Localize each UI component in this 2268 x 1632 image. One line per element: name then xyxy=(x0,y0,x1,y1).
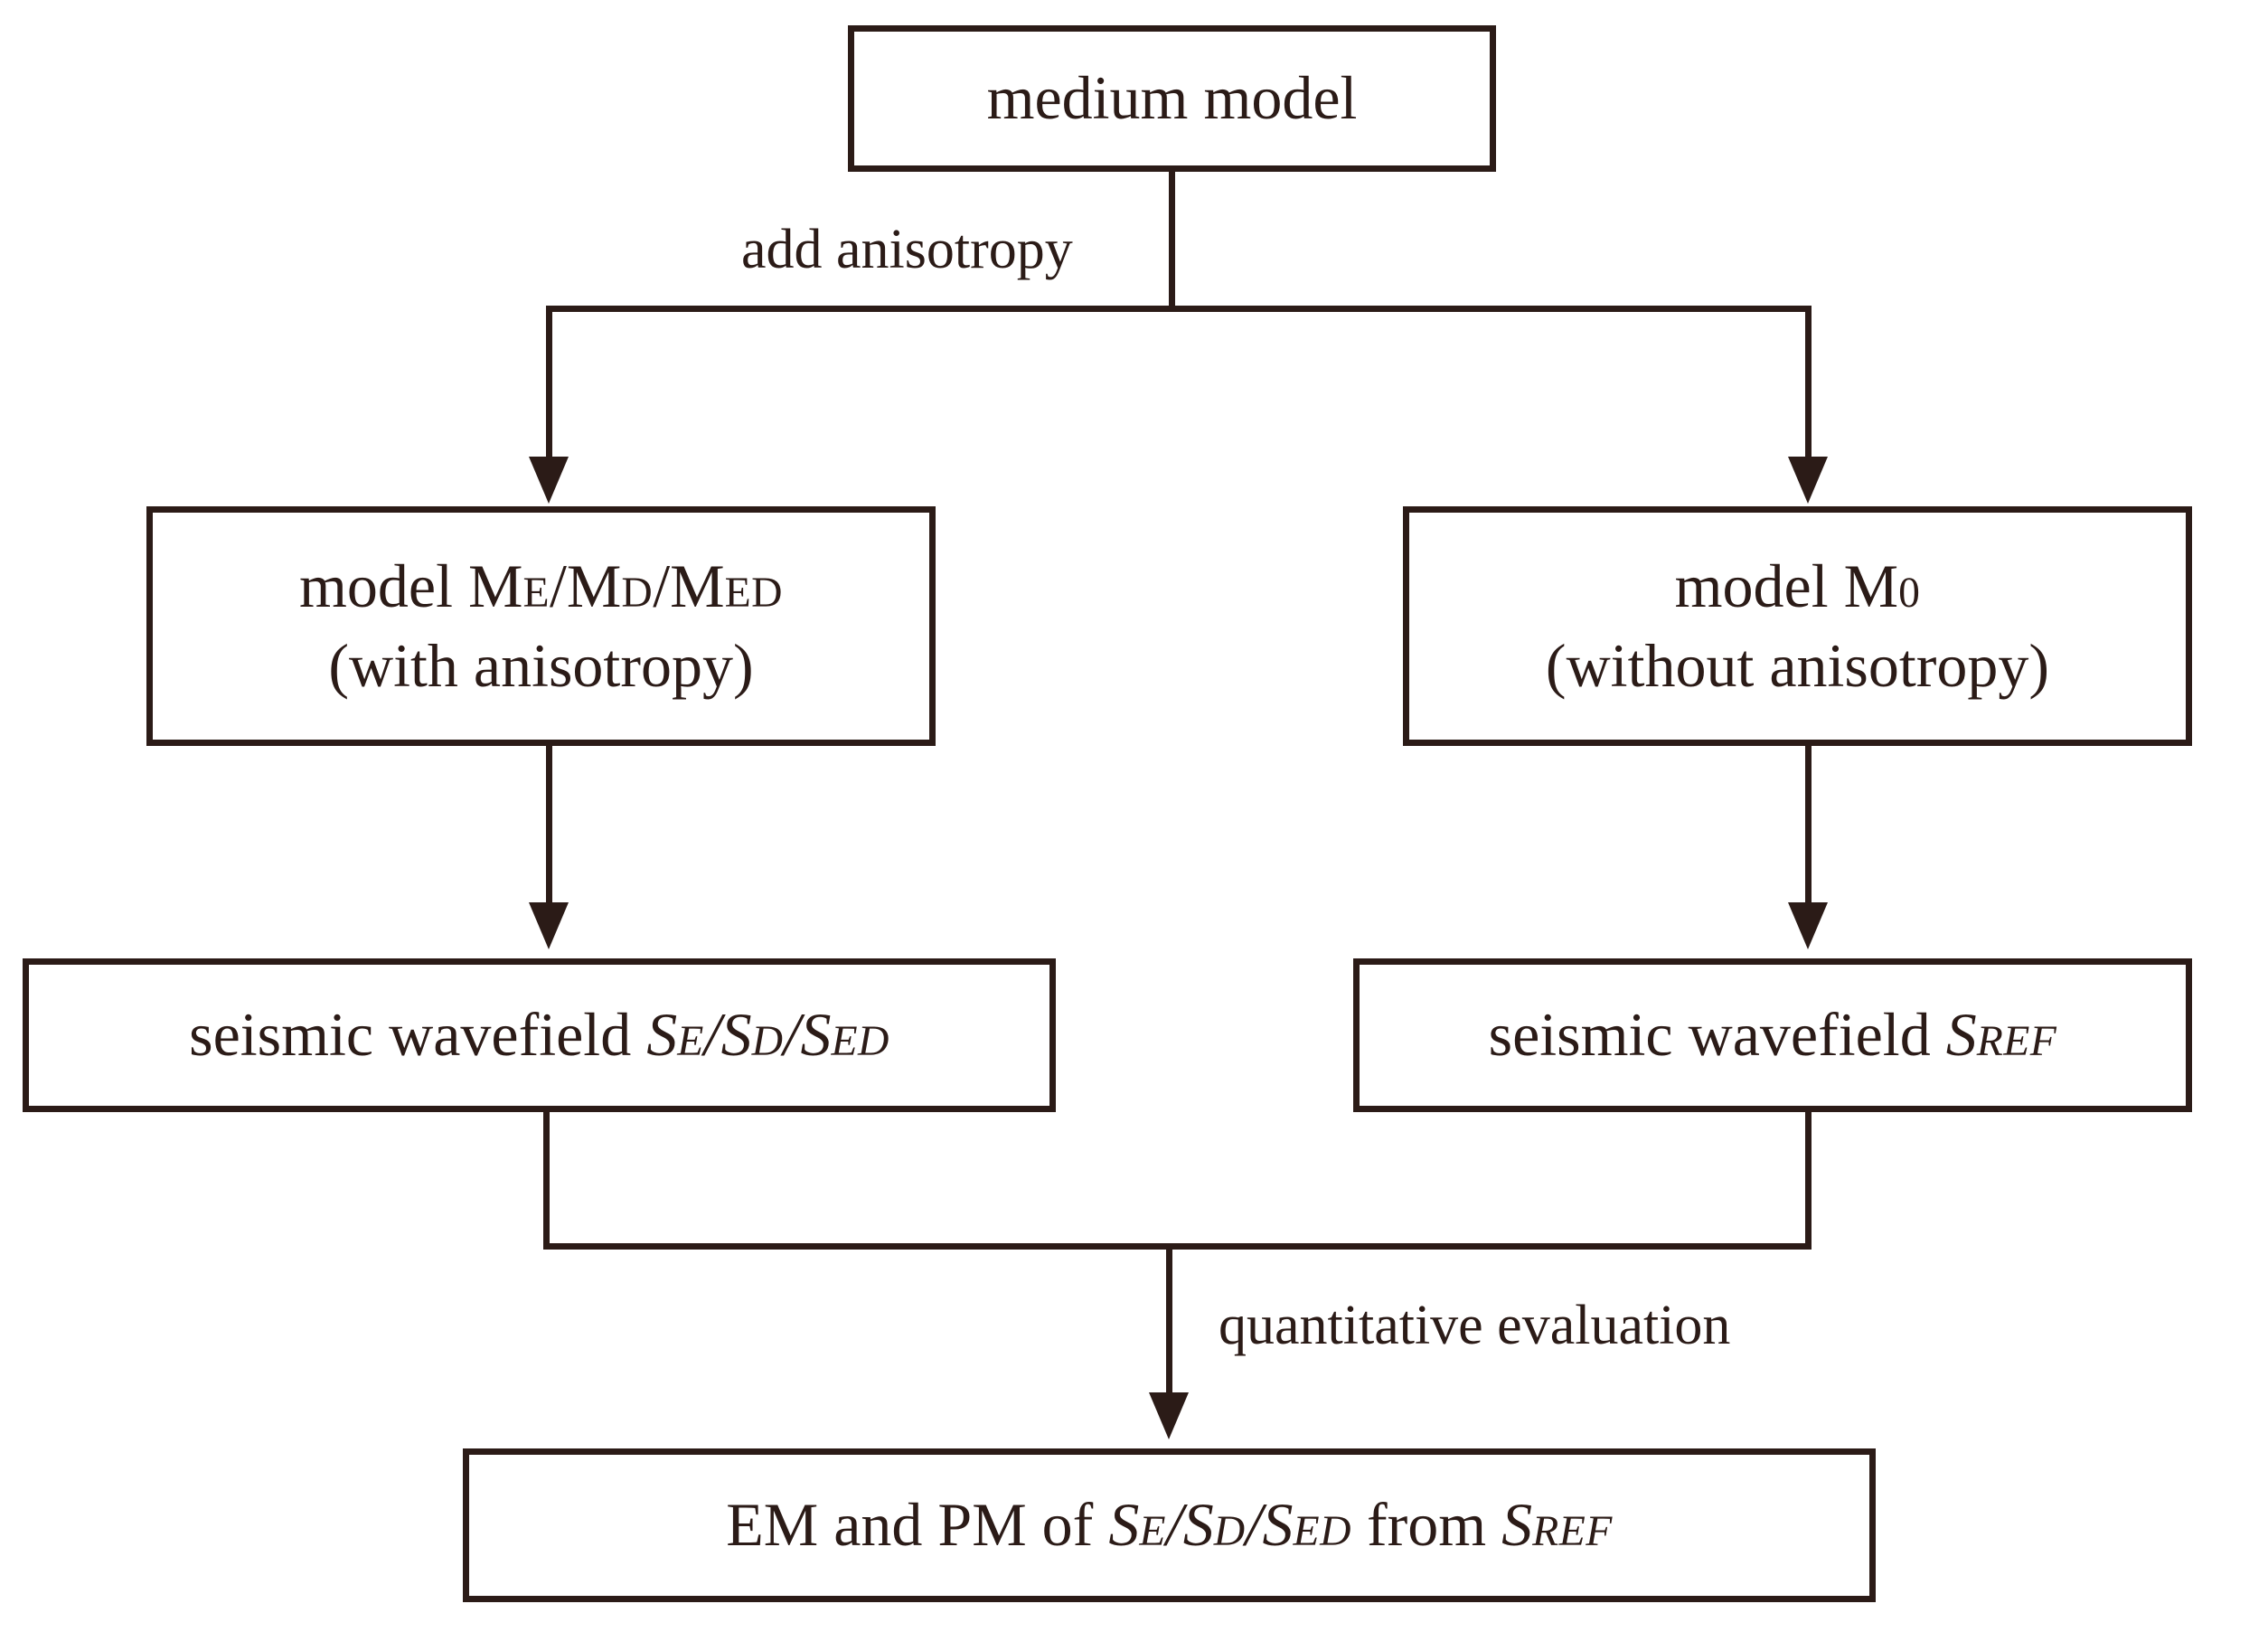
edge-branch-left-vertical xyxy=(546,306,552,459)
edge-label-quantitative-evaluation: quantitative evaluation xyxy=(1219,1295,1731,1356)
edge-merge-left-vertical xyxy=(543,1112,550,1250)
edge-branch-right-arrowhead xyxy=(1788,457,1828,504)
edge-merge-right-vertical xyxy=(1805,1112,1812,1250)
edge-branch-left-arrowhead xyxy=(529,457,569,504)
edge-result-arrowhead xyxy=(1149,1392,1189,1439)
node-model-isotropic: model M0 (without anisotropy) xyxy=(1403,506,2192,746)
edge-label-add-anisotropy: add anisotropy xyxy=(741,219,1073,280)
edge-stem-medium-model xyxy=(1169,172,1175,312)
edge-branch-right-vertical xyxy=(1805,306,1812,459)
node-medium-model: medium model xyxy=(848,25,1496,172)
edge-result-vertical xyxy=(1166,1243,1172,1395)
edge-simulate-left-vertical xyxy=(546,746,552,904)
node-wavefield-anisotropic-label: seismic wavefield SE/SD/SED xyxy=(189,1000,889,1070)
edge-simulate-right-arrowhead xyxy=(1788,902,1828,949)
node-medium-model-label: medium model xyxy=(986,63,1358,133)
edge-split-bar-anisotropy xyxy=(546,306,1812,312)
node-model-isotropic-line2: (without anisotropy) xyxy=(1545,630,2050,700)
node-wavefield-reference-label: seismic wavefield SREF xyxy=(1488,1000,2057,1070)
node-wavefield-reference: seismic wavefield SREF xyxy=(1353,958,2192,1112)
node-result-metrics-label: EM and PM of SE/SD/SED from SREF xyxy=(726,1490,1613,1560)
node-model-anisotropic: model ME/MD/MED (with anisotropy) xyxy=(146,506,936,746)
node-model-anisotropic-line2: (with anisotropy) xyxy=(328,630,754,700)
node-model-anisotropic-line1: model ME/MD/MED xyxy=(299,552,783,621)
node-result-metrics: EM and PM of SE/SD/SED from SREF xyxy=(463,1448,1876,1602)
edge-simulate-left-arrowhead xyxy=(529,902,569,949)
edge-simulate-right-vertical xyxy=(1805,746,1812,904)
edge-merge-bar xyxy=(543,1243,1812,1250)
node-wavefield-anisotropic: seismic wavefield SE/SD/SED xyxy=(23,958,1056,1112)
node-model-isotropic-line1: model M0 xyxy=(1674,552,1921,621)
